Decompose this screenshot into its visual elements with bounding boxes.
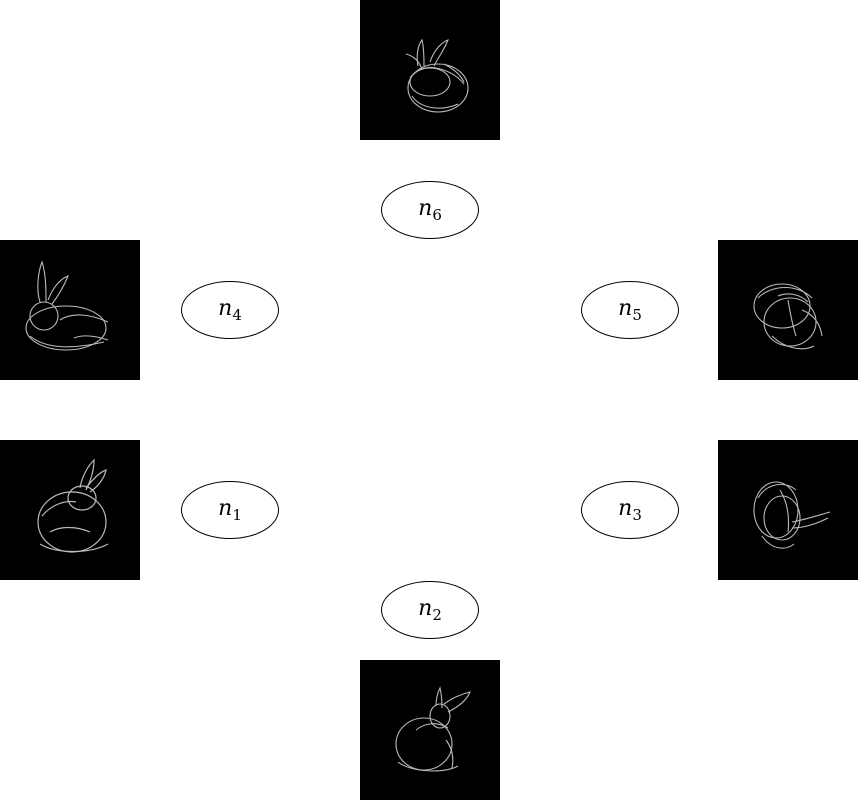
node-n3: n3 [581, 481, 679, 539]
node-n2: n2 [381, 581, 479, 639]
bunny-icon [753, 283, 823, 350]
node-label: n2 [418, 596, 442, 624]
bunny-image-right-lower [718, 440, 858, 580]
bunny-image-right-upper [718, 240, 858, 380]
bunny-icon [395, 686, 471, 772]
bunny-icon [405, 38, 469, 113]
bunny-image-left-upper [0, 240, 140, 380]
bunny-icon [25, 260, 109, 351]
bunny-icon [753, 481, 831, 549]
node-n5: n5 [581, 281, 679, 339]
node-label: n6 [418, 196, 442, 224]
node-label: n4 [218, 296, 242, 324]
node-n4: n4 [181, 281, 279, 339]
node-n1: n1 [181, 481, 279, 539]
bunny-image-left-lower [0, 440, 140, 580]
bunny-image-bottom [360, 660, 500, 800]
node-n6: n6 [381, 181, 479, 239]
node-label: n3 [618, 496, 642, 524]
bunny-image-top [360, 0, 500, 140]
bunny-icon [37, 458, 109, 553]
node-label: n5 [618, 296, 642, 324]
node-label: n1 [218, 496, 242, 524]
